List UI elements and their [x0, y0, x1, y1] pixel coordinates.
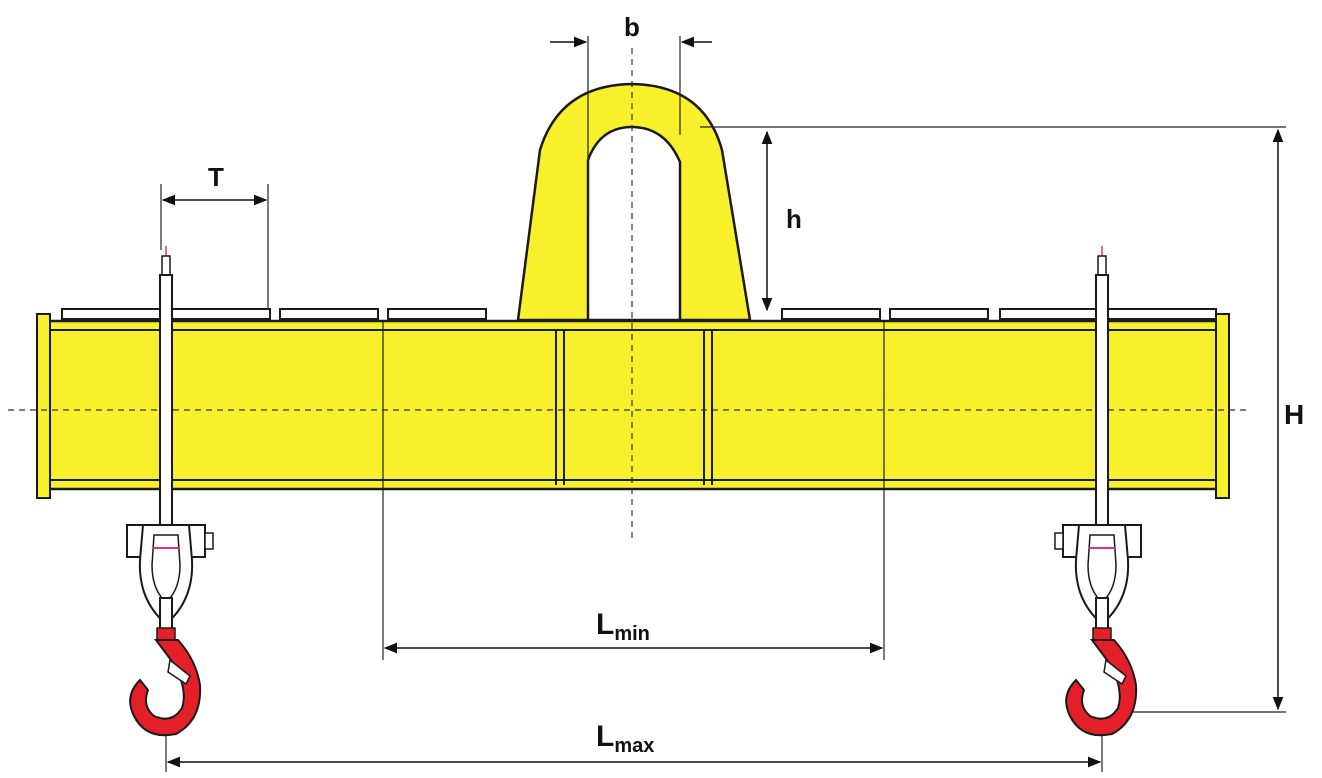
- dimension-arrows: [161, 36, 1284, 768]
- label-lmax: Lmax: [596, 720, 654, 757]
- center-lines: [8, 48, 1250, 540]
- extension-lines: [160, 36, 1286, 772]
- label-lmin-main: L: [596, 608, 614, 641]
- right-hook-assembly: [1054, 246, 1142, 737]
- label-lmax-sub: max: [614, 735, 654, 757]
- label-b: b: [624, 12, 640, 42]
- left-hook-assembly: [126, 246, 214, 737]
- label-lmin-sub: min: [614, 623, 650, 645]
- label-lmax-main: L: [596, 720, 614, 753]
- label-H: H: [1284, 399, 1304, 430]
- main-beam: [36, 313, 1230, 499]
- lifting-eye: [516, 82, 752, 322]
- label-T: T: [208, 162, 224, 192]
- label-lmin: Lmin: [596, 608, 650, 645]
- label-h: h: [786, 204, 802, 234]
